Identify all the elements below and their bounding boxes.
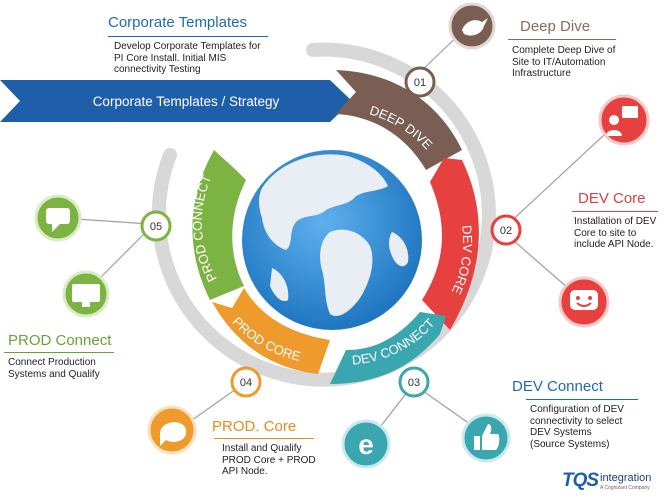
corporate-rule	[108, 36, 268, 37]
badge-number-04: 04	[240, 377, 252, 389]
banner-label: Corporate Templates / Strategy	[93, 94, 280, 109]
logo-word: integration	[600, 472, 652, 484]
thumbs-up-icon	[461, 413, 511, 463]
globe	[242, 150, 422, 330]
logo-sub: A Cognizant Company	[600, 485, 650, 491]
speech-bubble-icon	[147, 405, 197, 455]
prod-connect-rule	[4, 352, 114, 353]
bird-icon	[448, 2, 496, 50]
badge-number-05: 05	[150, 221, 162, 233]
monitor-icon	[62, 270, 110, 318]
dev-core-description: Installation of DEV Core to site to incl…	[574, 216, 657, 250]
prod-core-title: PROD. Core	[212, 418, 297, 435]
prod-core-rule	[214, 438, 314, 439]
chat-face-icon	[558, 276, 610, 328]
badge-number-03: 03	[408, 377, 420, 389]
logo-mark: TQS	[562, 470, 599, 491]
dev-connect-rule	[526, 399, 638, 400]
prod-core-description: Install and Qualify PROD Core + PROD API…	[222, 443, 316, 477]
corporate-description: Develop Corporate Templates for PI Core …	[114, 41, 261, 75]
prod-connect-description: Connect Production Systems and Qualify	[8, 357, 100, 380]
corporate-title: Corporate Templates	[108, 14, 247, 31]
svg-text:e: e	[358, 429, 374, 460]
dev-connect-description: Configuration of DEV connectivity to sel…	[530, 404, 624, 450]
letter-e-icon: e	[341, 419, 391, 469]
segment-prod-connect: PROD CONNECT	[190, 150, 246, 300]
badge-02: 02	[490, 214, 522, 246]
badge-number-02: 02	[500, 225, 512, 237]
badge-05: 05	[140, 210, 172, 242]
deep-dive-rule	[508, 39, 616, 40]
deep-dive-title: Deep Dive	[520, 18, 591, 35]
badge-04: 04	[230, 366, 262, 398]
badge-03: 03	[398, 366, 430, 398]
deep-dive-description: Complete Deep Dive of Site to IT/Automat…	[512, 45, 616, 79]
badge-number-01: 01	[414, 77, 426, 89]
dev-connect-title: DEV Connect	[512, 378, 603, 395]
prod-connect-title: PROD Connect	[8, 332, 112, 349]
chat-bubbles-icon	[34, 194, 82, 242]
dev-core-rule	[572, 211, 658, 212]
tqs-logo: TQS integration A Cognizant Company	[562, 470, 662, 494]
dev-core-title: DEV Core	[578, 190, 646, 207]
badge-01: 01	[404, 66, 436, 98]
presenter-icon	[598, 94, 650, 146]
banner-arrow: Corporate Templates / Strategy	[0, 80, 352, 122]
